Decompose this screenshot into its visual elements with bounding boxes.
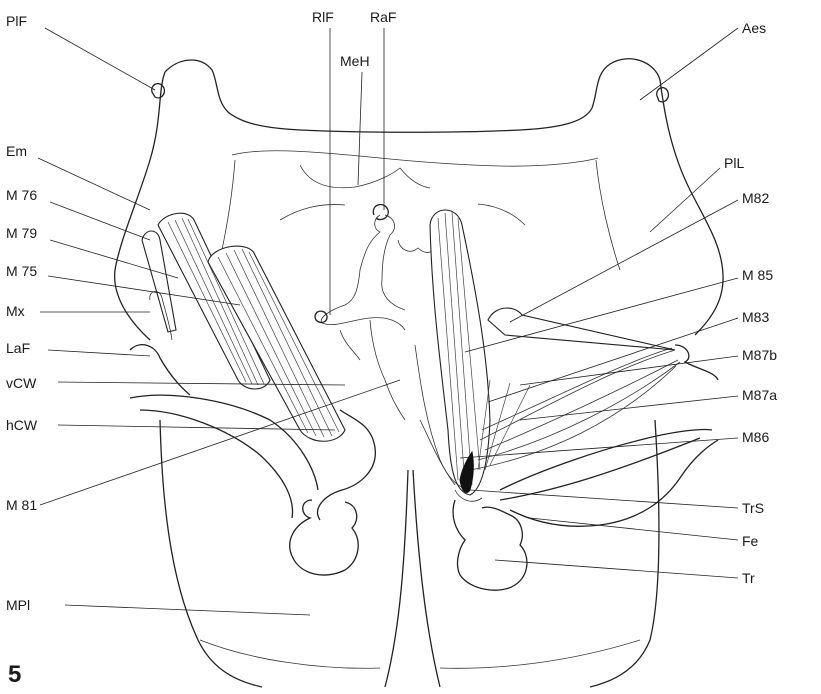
right-coxa [453,345,718,590]
label-m83: M83 [742,309,769,325]
label-mpl: MPl [6,597,30,613]
label-vcw: vCW [6,375,37,391]
label-m75: M 75 [6,263,37,279]
right-muscle-m82 [488,308,675,350]
label-aes: Aes [742,20,766,36]
label-m86: M86 [742,429,769,445]
label-trs: TrS [742,500,764,516]
label-fe: Fe [742,533,759,549]
label-laf: LaF [6,340,30,356]
label-m87a: M87a [742,387,777,403]
label-plf: PlF [6,13,27,29]
label-m81: M 81 [6,497,37,513]
label-m76: M 76 [6,187,37,203]
label-m79: M 79 [6,225,37,241]
leader-lines [38,28,738,615]
label-m85: M 85 [742,267,773,283]
label-mx: Mx [6,303,25,319]
label-tr: Tr [742,570,755,586]
label-meh: MeH [340,53,370,69]
label-em: Em [6,143,27,159]
label-raf: RaF [370,9,396,25]
right-muscle-m85 [430,210,490,495]
label-m87b: M87b [742,347,777,363]
label-hcw: hCW [6,417,38,433]
label-m82: M82 [742,190,769,206]
label-pll: PlL [724,155,744,171]
label-rlf: RlF [312,9,334,25]
right-muscle-m87 [470,348,680,470]
figure-number: 5 [8,661,21,688]
